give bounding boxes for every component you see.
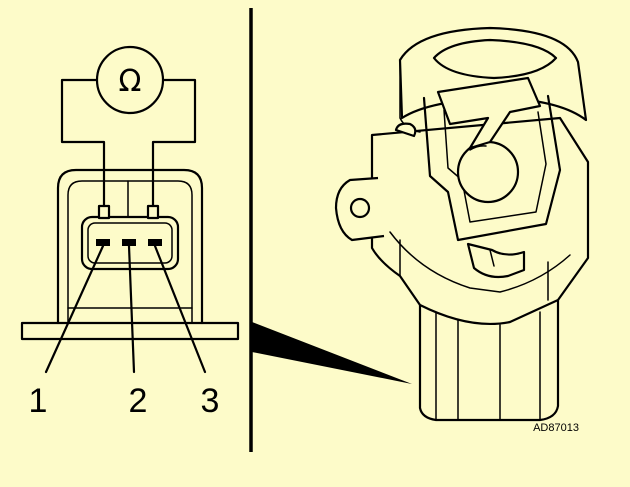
ohm-symbol: Ω bbox=[119, 64, 142, 99]
connector-housing-inner bbox=[67, 180, 193, 324]
actuator-lever bbox=[436, 76, 542, 150]
leader-pin-3 bbox=[153, 244, 207, 374]
pivot-tab bbox=[394, 122, 417, 138]
pin-terminal-2 bbox=[122, 239, 136, 246]
plunger-ball bbox=[456, 140, 520, 204]
mounting-hole bbox=[349, 197, 371, 219]
probe-wire-left bbox=[60, 78, 106, 208]
pin-label-1: 1 bbox=[29, 382, 48, 420]
probe-tip-1 bbox=[97, 204, 111, 220]
switch-component bbox=[334, 26, 590, 422]
reference-code: AD87013 bbox=[533, 422, 579, 434]
latch-detail bbox=[489, 249, 495, 267]
connector-housing bbox=[56, 168, 204, 325]
ohmmeter-circle bbox=[95, 45, 165, 115]
latch-clip bbox=[466, 242, 526, 279]
mounting-flange bbox=[20, 321, 240, 341]
inner-window bbox=[443, 109, 547, 223]
probe-tip-3 bbox=[146, 204, 160, 220]
top-ring-opening bbox=[432, 38, 558, 80]
probe-wire-right bbox=[151, 78, 197, 208]
leader-pin-1 bbox=[44, 244, 105, 374]
inner-frame bbox=[422, 94, 562, 242]
leader-pin-2 bbox=[127, 244, 136, 374]
ohmmeter-circuit: Ω bbox=[60, 45, 197, 208]
pin-terminal-1 bbox=[96, 239, 110, 246]
pin-label-3: 3 bbox=[201, 382, 220, 420]
pin-leaders bbox=[44, 244, 207, 374]
pin-terminal-3 bbox=[148, 239, 162, 246]
zoom-indicator-wedge bbox=[252, 322, 412, 384]
pin-label-2: 2 bbox=[129, 382, 148, 420]
plug-body bbox=[418, 300, 560, 422]
